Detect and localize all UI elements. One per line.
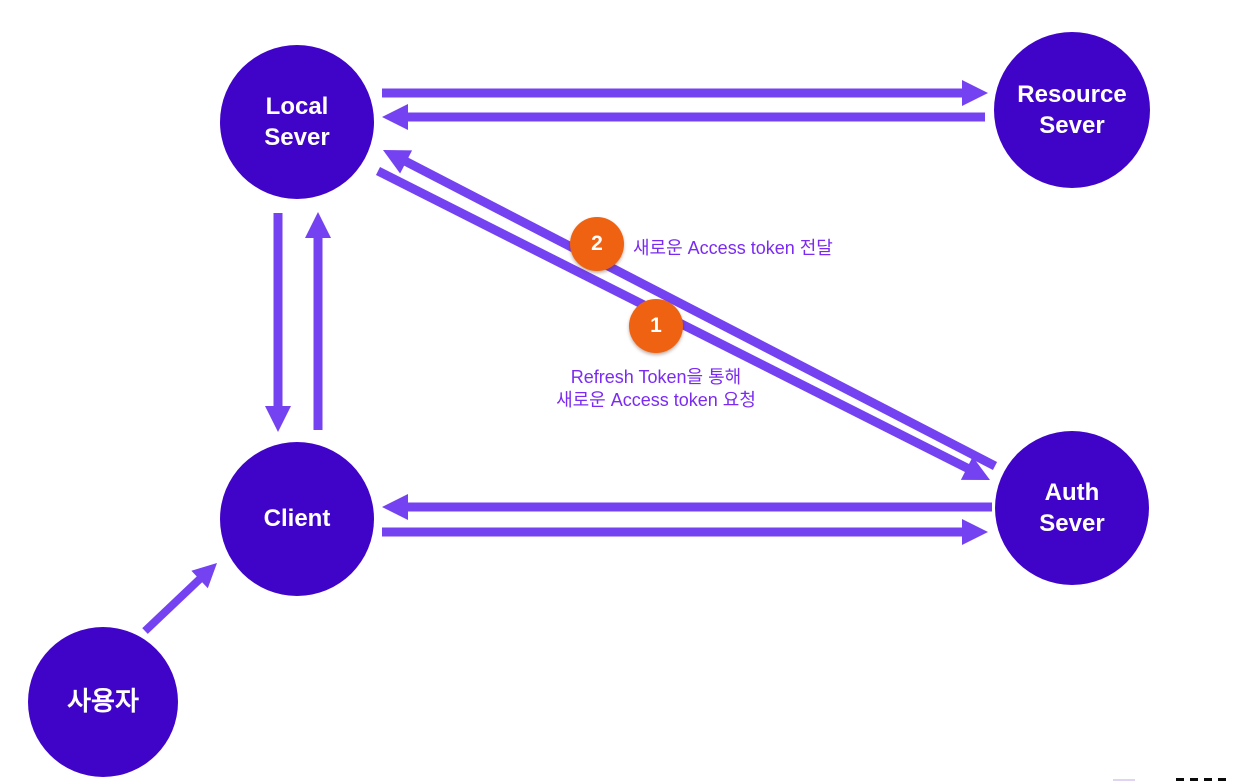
step-badge-1: 1 [629, 299, 683, 353]
arrow-client-to-local [305, 212, 331, 430]
node-user: 사용자 [28, 627, 178, 777]
annotation-step2: 새로운 Access token 전달 [633, 238, 833, 258]
node-local-server-label-line2: Sever [264, 124, 330, 151]
node-auth-server-label-line2: Sever [1039, 510, 1105, 537]
step-badge-2: 2 [570, 217, 624, 271]
dash [1176, 778, 1184, 781]
cropped-element-dashes [1176, 778, 1226, 781]
annotation-step1: Refresh Token을 통해 새로운 Access token 요청 [520, 366, 792, 412]
node-resource-server-label-line2: Sever [1039, 112, 1105, 139]
arrow-local-to-resource [382, 80, 988, 106]
node-auth-server: Auth Sever [995, 431, 1149, 585]
node-user-label: 사용자 [67, 686, 139, 717]
arrow-client-to-auth [382, 519, 988, 545]
annotation-step1-line1: Refresh Token을 통해 [570, 367, 742, 387]
annotation-step1-line2: 새로운 Access token 요청 [556, 390, 756, 410]
dash [1218, 778, 1226, 781]
arrow-resource-to-local [382, 104, 985, 130]
arrow-auth-to-client [382, 494, 992, 520]
node-client-label: Client [263, 505, 331, 533]
node-resource-server-label-line1: Resource [1017, 80, 1127, 108]
arrow-user-to-client [142, 563, 217, 634]
node-resource-server: Resource Sever [994, 32, 1150, 188]
node-client: Client [220, 442, 374, 596]
arrow-auth-to-local [383, 150, 998, 470]
arrow-local-to-auth [375, 166, 990, 480]
dash [1204, 778, 1212, 781]
node-local-server-label-line1: Local [265, 92, 329, 120]
node-auth-server-label-line1: Auth [1044, 478, 1100, 506]
cropped-element-line [1113, 779, 1135, 781]
arrow-local-to-client [265, 213, 291, 432]
dash [1190, 778, 1198, 781]
node-local-server: Local Sever [220, 45, 374, 199]
